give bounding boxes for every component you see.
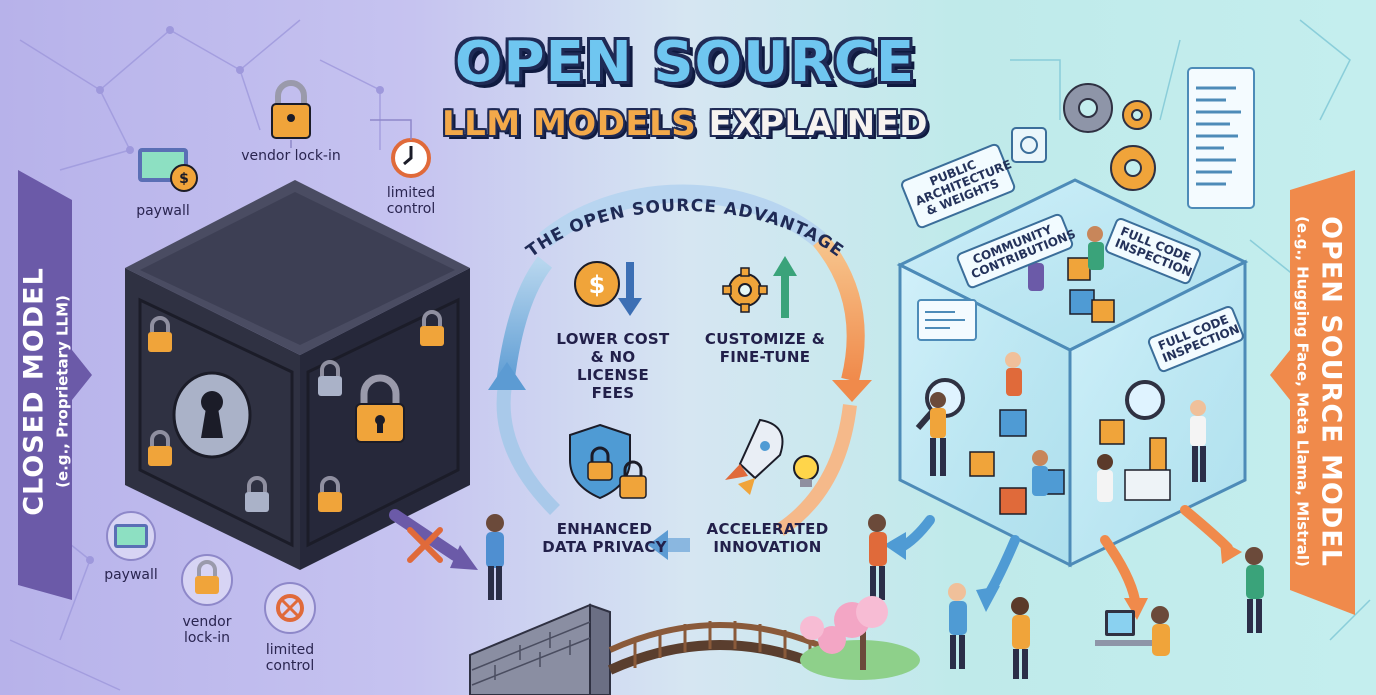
open-glass-cube xyxy=(896,178,1249,568)
brick-wall xyxy=(469,603,611,695)
gears-icon-top-right xyxy=(1063,83,1156,191)
benefit-customize: CUSTOMIZE & FINE-TUNE xyxy=(704,330,826,366)
blocked-arrow xyxy=(389,509,478,570)
svg-text:$: $ xyxy=(179,171,189,187)
closed-black-box xyxy=(125,180,470,570)
person-left xyxy=(486,514,504,600)
people-community-bottom xyxy=(868,514,1264,679)
lock-icon-top xyxy=(271,80,311,139)
title-llm-models: LLM MODELS xyxy=(441,104,697,144)
brain-chip-icon xyxy=(1011,127,1047,163)
title-line-1: OPEN SOURCE xyxy=(454,30,916,95)
closed-model-tab xyxy=(18,170,72,600)
closed-model-heading: CLOSED MODEL xyxy=(18,267,50,516)
benefit-lower-cost: LOWER COST & NO LICENSE FEES xyxy=(556,330,670,402)
open-source-model-heading: OPEN SOURCE MODEL xyxy=(1315,216,1347,567)
open-source-model-subheading: (e.g., Hugging Face, Meta Llama, Mistral… xyxy=(1293,216,1312,567)
label-limited-control-top: limited control xyxy=(386,185,436,218)
cherry-trees xyxy=(800,596,920,680)
label-paywall-top: paywall xyxy=(136,203,190,219)
open-source-model-heading-block: OPEN SOURCE MODEL (e.g., Hugging Face, M… xyxy=(1294,172,1347,612)
label-limited-control-bottom: limited control xyxy=(265,642,315,675)
network-lines-right xyxy=(1010,19,1371,641)
label-vendor-lockin-bottom: vendor lock-in xyxy=(182,614,232,647)
open-source-model-tab xyxy=(1290,170,1355,615)
label-vendor-lockin-top: vendor lock-in xyxy=(241,148,341,164)
rocket-bulb-icon xyxy=(725,418,819,495)
title-line-2: LLM MODELS EXPLAINED xyxy=(430,104,940,144)
benefit-data-privacy: ENHANCED DATA PRIVACY xyxy=(542,520,667,556)
clock-icon-top xyxy=(391,138,431,178)
title-explained: EXPLAINED xyxy=(708,104,929,144)
lock-icons-on-box xyxy=(148,310,444,512)
svg-text:$: $ xyxy=(589,271,606,299)
bridge xyxy=(607,621,833,675)
closed-model-subheading: (e.g., Proprietary LLM) xyxy=(53,295,72,488)
closed-model-heading-block: CLOSED MODEL (e.g., Proprietary LLM) xyxy=(19,192,72,592)
label-paywall-bottom: paywall xyxy=(104,567,158,583)
gear-up-arrow-icon xyxy=(722,256,797,318)
benefit-innovation: ACCELERATED INNOVATION xyxy=(706,520,829,556)
advantage-cycle xyxy=(488,184,872,560)
lock-icon-bottom xyxy=(181,554,233,606)
shield-lock-icon xyxy=(569,423,647,500)
code-window-top-right xyxy=(1187,67,1255,209)
paywall-icon-top: $ xyxy=(138,148,198,192)
gear-x-icon-bottom xyxy=(264,582,316,634)
paywall-icon-bottom xyxy=(106,511,156,561)
dollar-coin-down-icon: $ xyxy=(574,261,642,316)
